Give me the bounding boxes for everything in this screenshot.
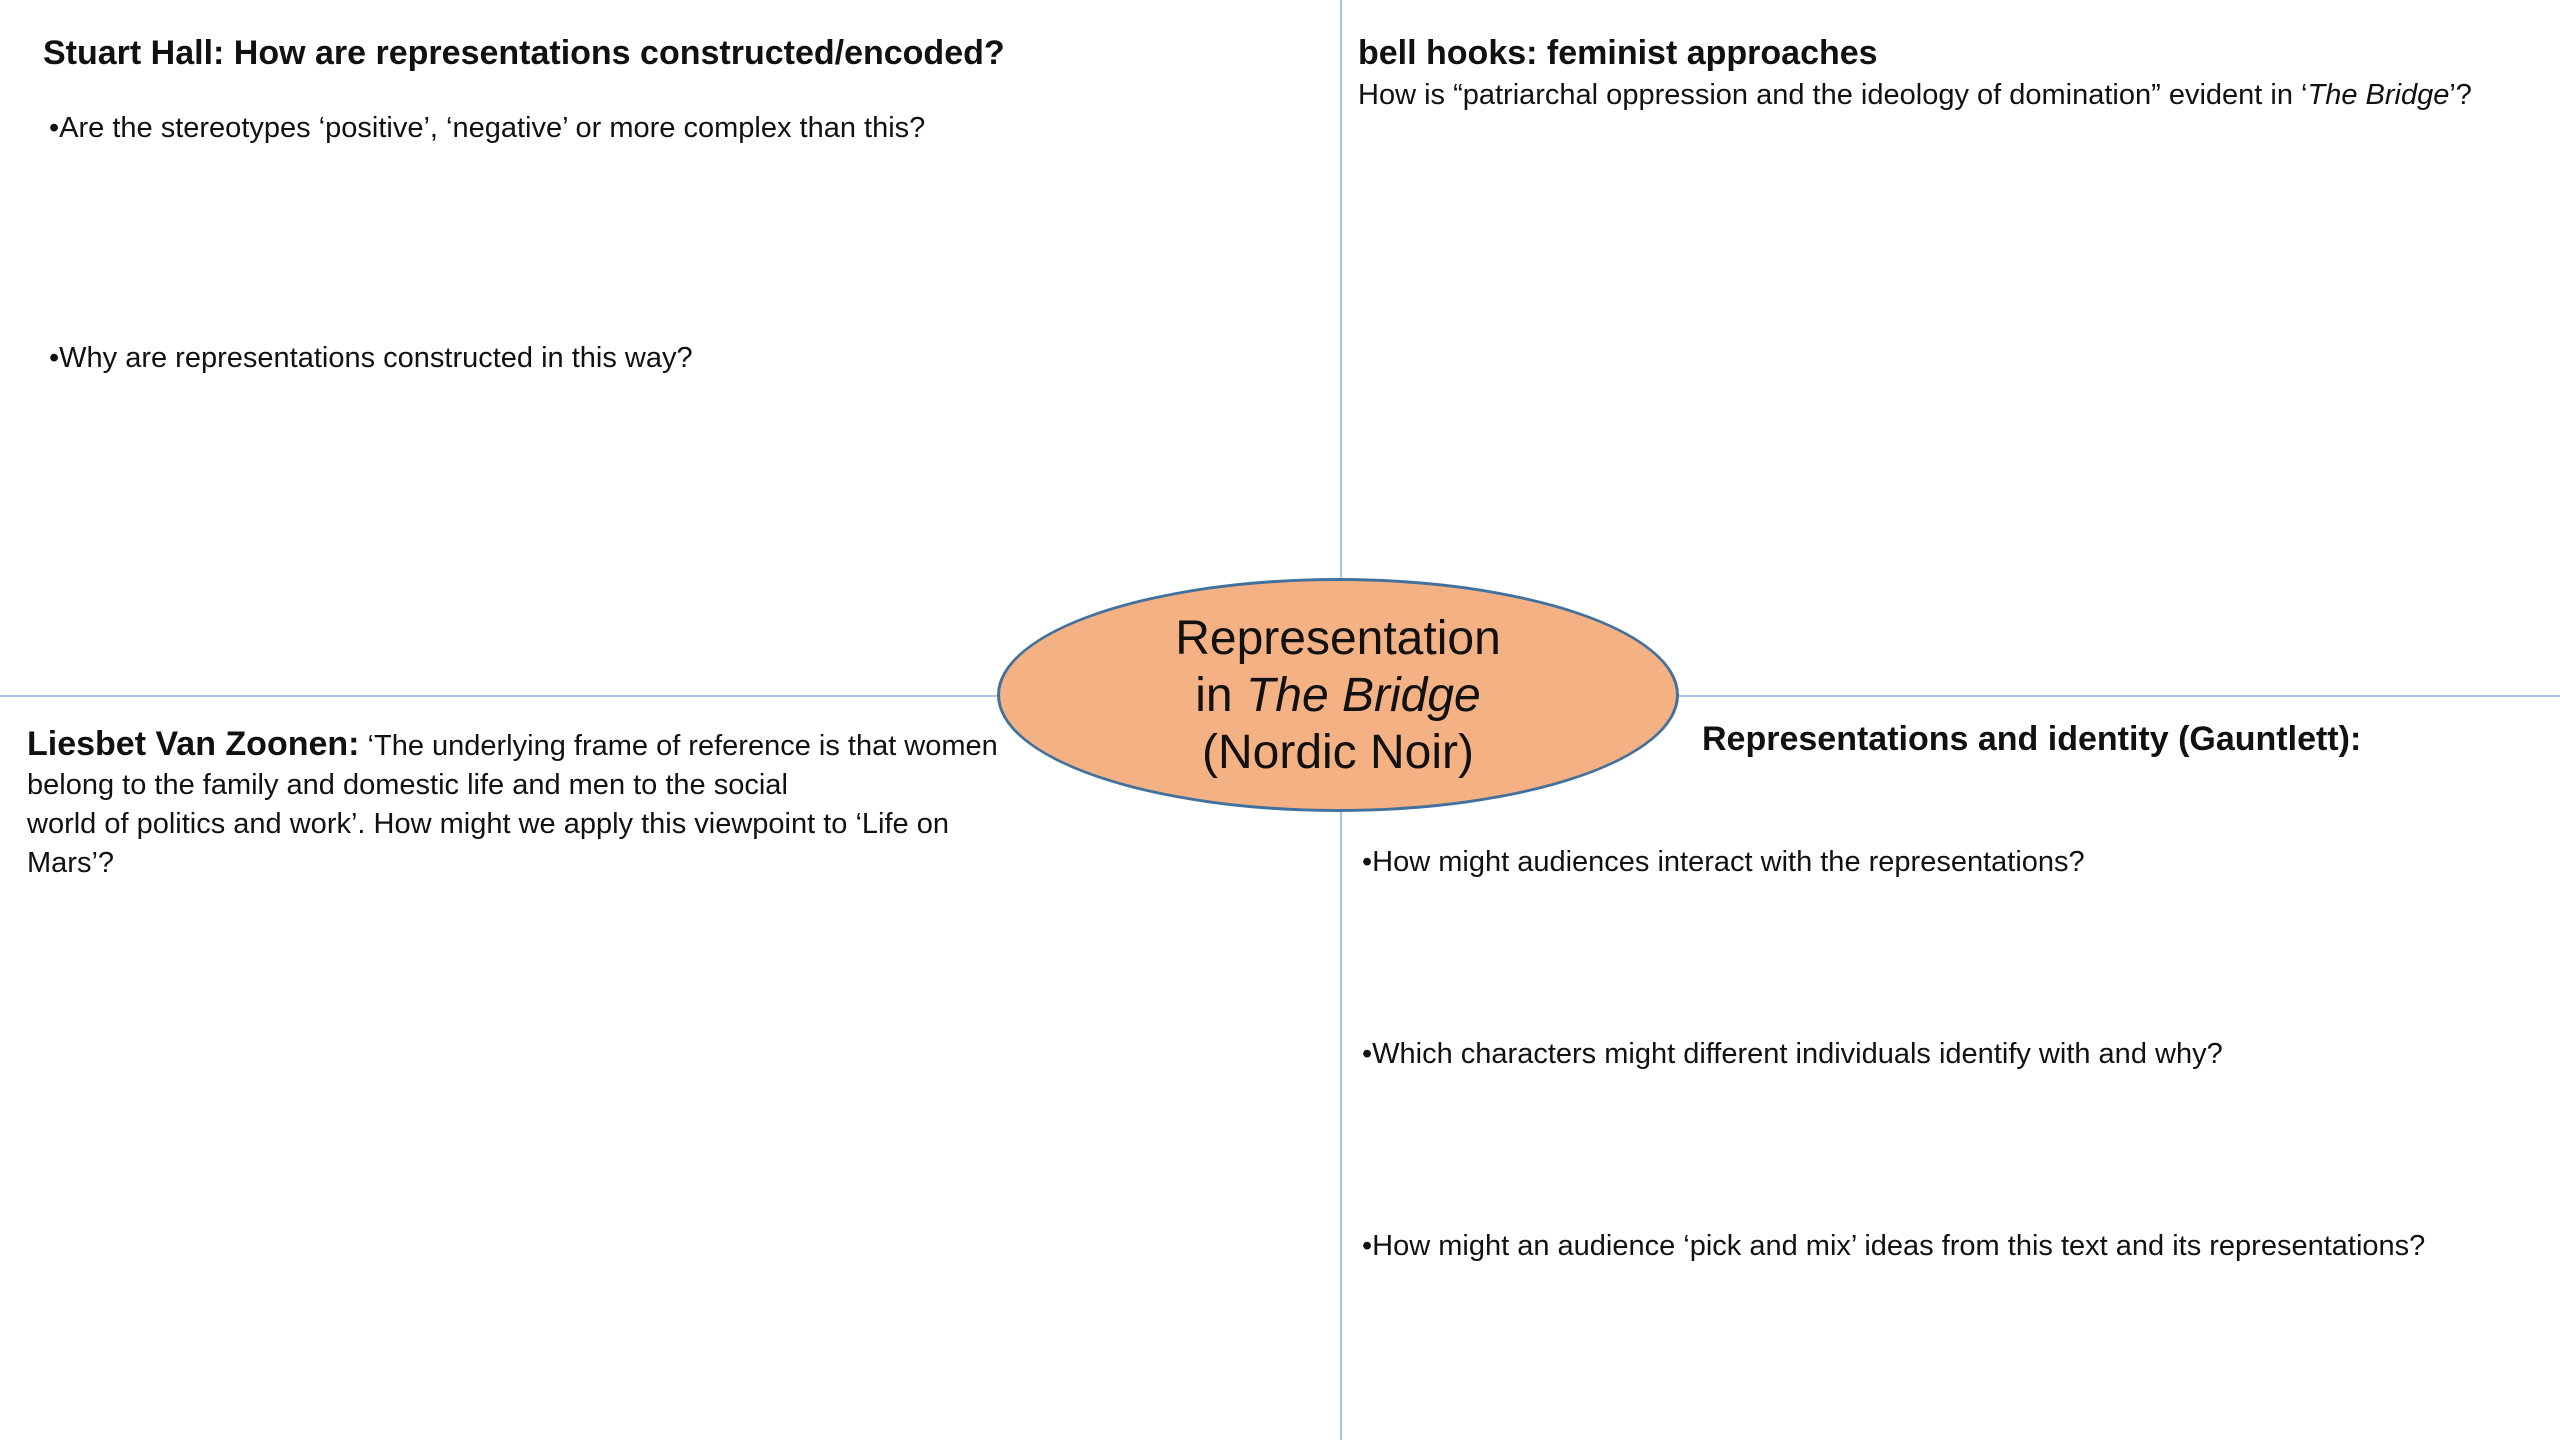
stuart-hall-title: Stuart Hall: How are representations con… <box>43 34 1005 72</box>
bell-hooks-question-end: ’? <box>2449 79 2472 111</box>
central-topic-line-1: Representation <box>1175 611 1501 665</box>
bell-hooks-title: bell hooks: feminist approaches <box>1358 34 1878 72</box>
van-zoonen-name: Liesbet Van Zoonen: <box>27 725 360 763</box>
central-topic-line-2-start: in <box>1195 668 1246 722</box>
bell-hooks-question: How is “patriarchal oppression and the i… <box>1358 75 2472 115</box>
van-zoonen-line-4: Mars’? <box>27 847 115 879</box>
van-zoonen-text: Liesbet Van Zoonen: ‘The underlying fram… <box>27 725 1007 883</box>
gauntlett-bullet-3: How might an audience ‘pick and mix’ ide… <box>1362 1226 2425 1266</box>
central-topic-ellipse: Representation in The Bridge (Nordic Noi… <box>997 578 1679 812</box>
central-topic-line-3: (Nordic Noir) <box>1201 725 1474 779</box>
bell-hooks-question-title: The Bridge <box>2307 79 2450 111</box>
central-topic-line-2: in The Bridge <box>1195 667 1481 724</box>
van-zoonen-line-1: ‘The underlying frame of reference is th… <box>359 730 998 762</box>
stuart-hall-bullet-2: Why are representations constructed in t… <box>49 338 692 378</box>
van-zoonen-line-3: world of politics and work’. How might w… <box>27 808 949 840</box>
bell-hooks-question-start: How is “patriarchal oppression and the i… <box>1358 79 2308 111</box>
stuart-hall-bullet-1: Are the stereotypes ‘positive’, ‘negativ… <box>49 108 925 148</box>
central-topic-show-title: The Bridge <box>1245 668 1481 722</box>
gauntlett-title: Representations and identity (Gauntlett)… <box>1702 720 2362 758</box>
gauntlett-bullet-1: How might audiences interact with the re… <box>1362 842 2085 882</box>
gauntlett-bullet-2: Which characters might different individ… <box>1362 1034 2223 1074</box>
van-zoonen-line-2: belong to the family and domestic life a… <box>27 769 788 801</box>
